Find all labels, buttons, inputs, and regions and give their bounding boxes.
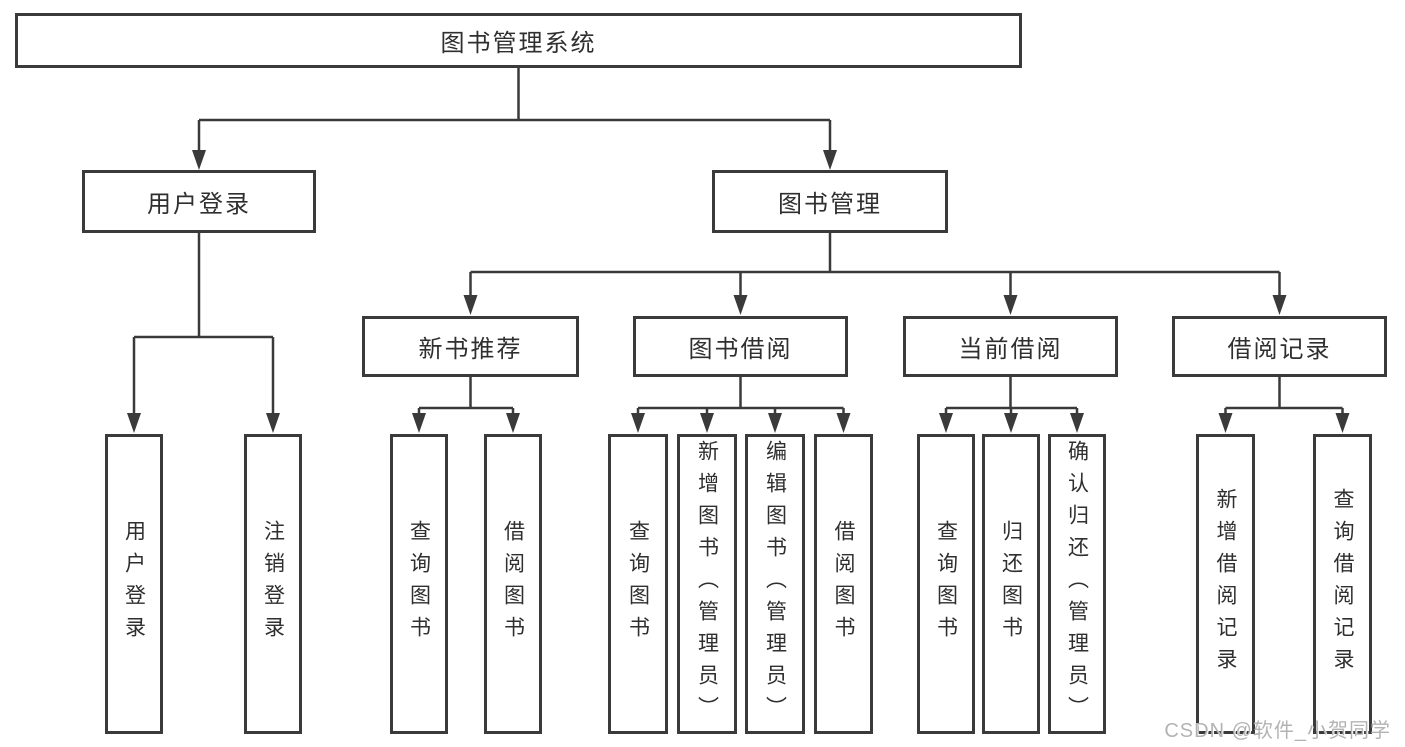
node-user-login: 用户登录	[82, 170, 316, 233]
leaf-bb-edit-books-admin: 编辑图书（管理员）	[745, 434, 805, 734]
leaf-bb-add-books-admin: 新增图书（管理员）	[677, 434, 737, 734]
node-new-book-recommendation: 新书推荐	[362, 316, 579, 377]
leaf-cb-confirm-return-admin: 确认归还（管理员）	[1048, 434, 1106, 734]
node-library-management-system: 图书管理系统	[15, 13, 1022, 68]
leaf-bb-query-books: 查询图书	[608, 434, 668, 734]
node-book-borrowing: 图书借阅	[633, 316, 848, 377]
node-book-management: 图书管理	[712, 170, 948, 233]
leaf-nbr-query-books: 查询图书	[390, 434, 448, 734]
leaf-cb-return-books: 归还图书	[982, 434, 1040, 734]
node-current-borrowing: 当前借阅	[903, 316, 1118, 377]
leaf-br-query-record: 查询借阅记录	[1313, 434, 1372, 734]
leaf-logout: 注销登录	[244, 434, 302, 734]
node-borrowing-records: 借阅记录	[1172, 316, 1387, 377]
leaf-user-login: 用户登录	[105, 434, 163, 734]
leaf-bb-borrow-books: 借阅图书	[814, 434, 873, 734]
leaf-cb-query-books: 查询图书	[917, 434, 975, 734]
csdn-watermark: CSDN @软件_小贺同学	[1164, 720, 1391, 742]
leaf-br-add-record: 新增借阅记录	[1196, 434, 1255, 734]
leaf-nbr-borrow-books: 借阅图书	[484, 434, 542, 734]
